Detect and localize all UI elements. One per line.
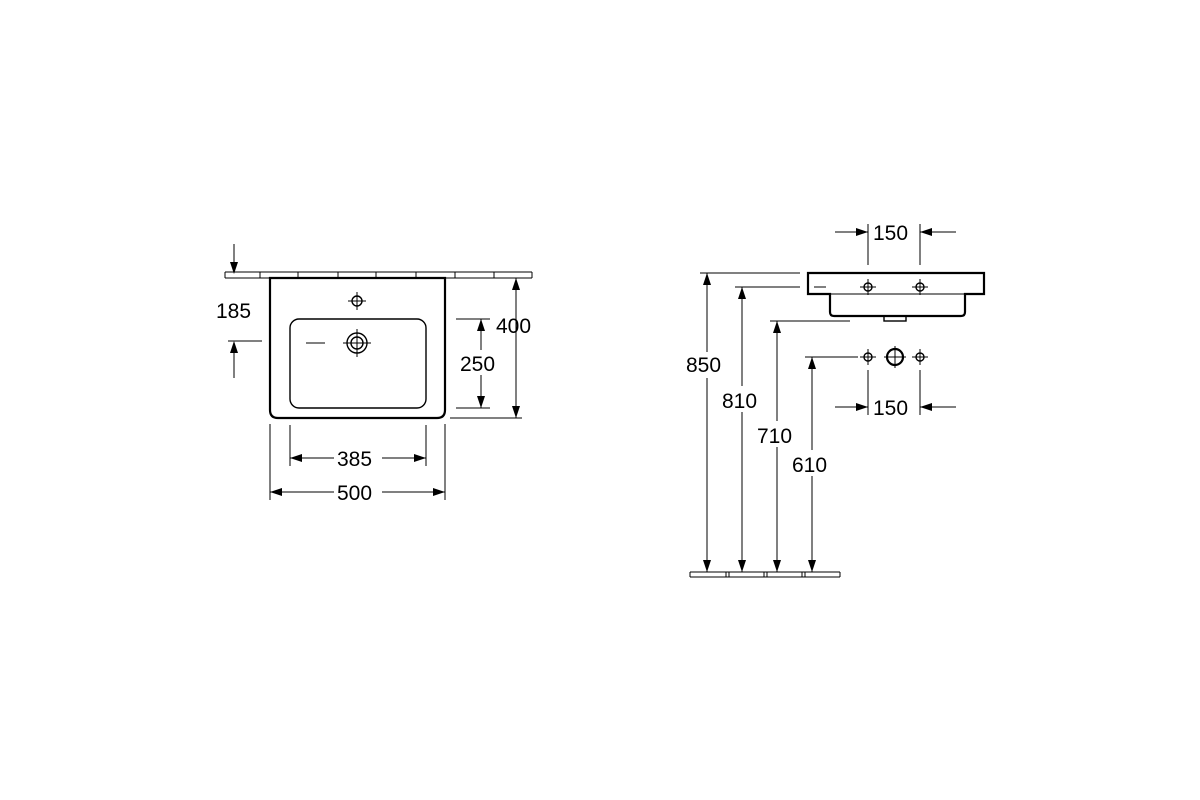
dim-height-810: 810 (722, 286, 800, 572)
dim-height-610: 610 (792, 356, 858, 572)
dim-bowl-width: 385 (289, 425, 427, 471)
tap-hole-side-right-icon (912, 279, 928, 295)
wall-connection-left-icon (860, 349, 876, 365)
dim-250-label: 250 (460, 353, 495, 376)
dim-710-label: 710 (757, 425, 792, 448)
dim-150-wall-label: 150 (873, 397, 908, 420)
dim-tap-offset: 185 (216, 244, 262, 378)
basin-outline (268, 276, 447, 420)
dim-400-label: 400 (496, 315, 531, 338)
dim-500-label: 500 (337, 482, 372, 505)
floor-line (689, 571, 841, 578)
bowl-outline (289, 318, 427, 409)
dim-850-label: 850 (686, 354, 721, 377)
waste-connection-icon (884, 346, 906, 368)
dim-610-label: 610 (792, 454, 827, 477)
wall-connection-right-icon (912, 349, 928, 365)
tap-hole-icon (348, 292, 366, 310)
dim-810-label: 810 (722, 390, 757, 413)
dim-overall-width: 500 (269, 424, 446, 505)
dim-385-label: 385 (337, 448, 372, 471)
dim-height-850: 850 (686, 272, 800, 572)
drain-icon (306, 329, 371, 357)
tap-hole-side-left-icon (860, 279, 876, 295)
dim-height-710: 710 (757, 320, 850, 572)
dim-tap-spacing-top: 150 (835, 222, 956, 265)
dim-depth: 400 (450, 278, 531, 419)
basin-profile (806, 271, 986, 322)
top-view: 185 250 400 385 (216, 244, 533, 505)
dim-150-top-label: 150 (873, 222, 908, 245)
dim-185-label: 185 (216, 300, 251, 323)
dim-bowl-depth: 250 (456, 318, 495, 409)
side-view: 150 (686, 222, 986, 578)
dim-tap-spacing-wall: 150 (835, 370, 956, 420)
